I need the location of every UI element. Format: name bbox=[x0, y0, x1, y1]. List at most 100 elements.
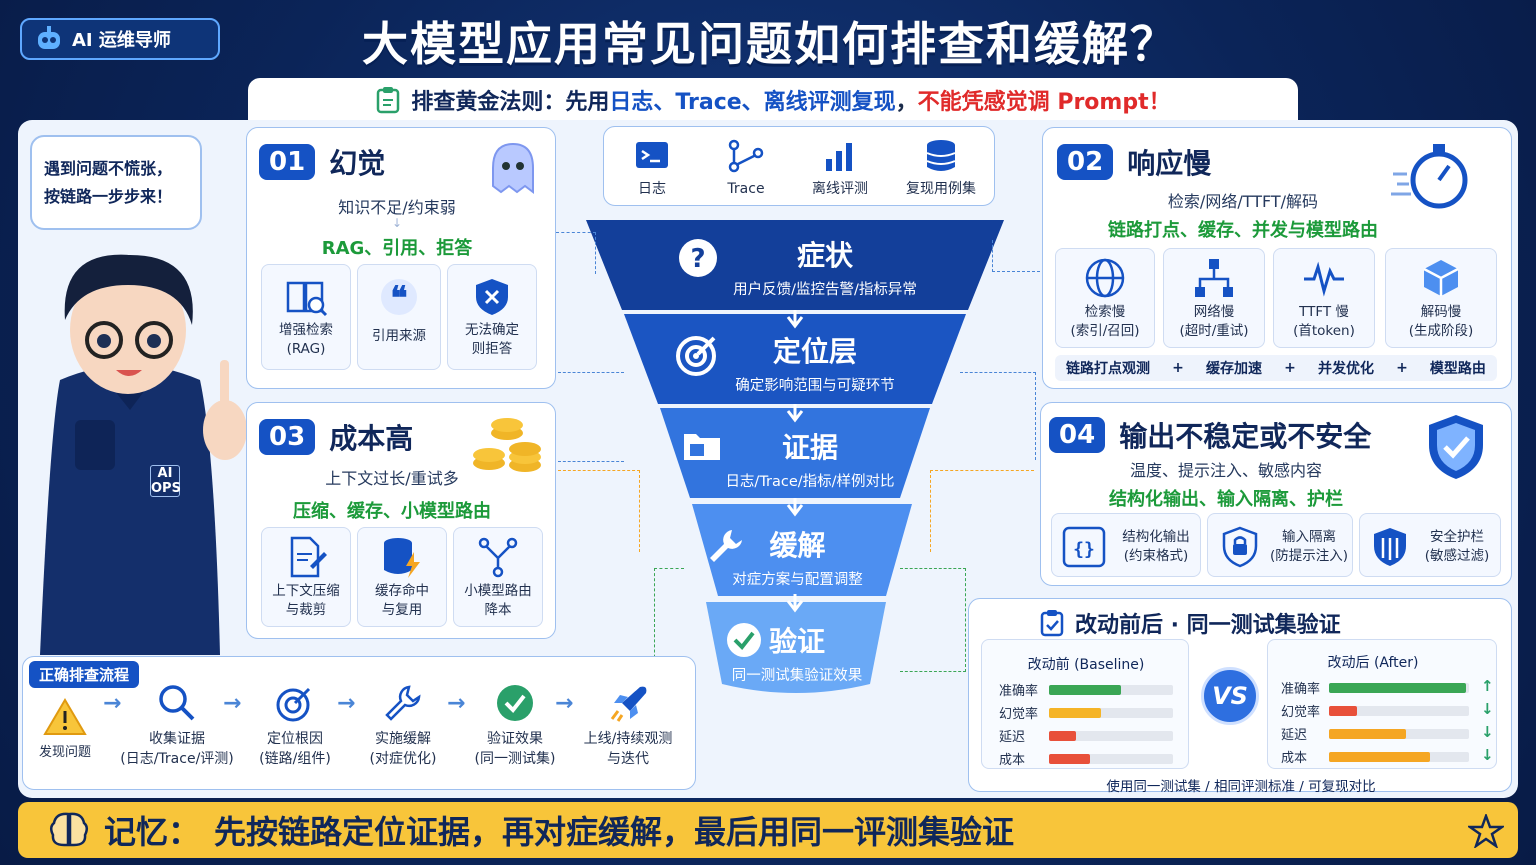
toolbox: 日志 Trace 离线评测 复现用例集 bbox=[603, 126, 995, 206]
before-box: 改动前 (Baseline) bbox=[981, 639, 1189, 769]
tile-cache-hit: 缓存命中 与复用 bbox=[357, 527, 447, 627]
check-circle-icon bbox=[497, 685, 533, 721]
connector bbox=[558, 470, 640, 552]
connector bbox=[930, 470, 1034, 552]
comparison-footer: 使用同一测试集 / 相同评测标准 / 可复现对比 bbox=[1106, 779, 1376, 795]
route-icon bbox=[478, 537, 518, 578]
tile-decode-slow: 解码慢 (生成阶段) bbox=[1385, 248, 1497, 348]
vs-text: VS bbox=[1212, 682, 1248, 710]
quote-icon: ❝ bbox=[381, 279, 417, 317]
after-box: 改动后 (After) bbox=[1267, 639, 1497, 769]
svg-text:?: ? bbox=[690, 244, 705, 274]
tile-label-2: 则拒答 bbox=[471, 341, 513, 357]
before-metric-label: 延迟 bbox=[999, 730, 1026, 745]
card-cause: 检索/网络/TTFT/解码 bbox=[1167, 192, 1319, 211]
tile-structured-output: {} 结构化输出 (约束格式) bbox=[1051, 513, 1201, 577]
card-number: 02 bbox=[1057, 144, 1114, 180]
tile-label-2: (首token) bbox=[1293, 323, 1355, 339]
flow-step-verify: 验证效果 (同一测试集) bbox=[463, 683, 567, 769]
layer-title: 验证 bbox=[768, 625, 825, 658]
card-unstable-unsafe: 04 输出不稳定或不安全 温度、提示注入、敏感内容 结构化输出、输入隔离、护栏 … bbox=[1040, 402, 1512, 586]
tile-label: 增强检索 bbox=[279, 322, 333, 338]
tile-refusal: 无法确定 则拒答 bbox=[447, 264, 537, 370]
flow-arrow: → bbox=[447, 691, 466, 716]
guard-shield-icon bbox=[1374, 528, 1406, 566]
tool-label: 日志 bbox=[638, 181, 666, 197]
flow-step-label-2: (日志/Trace/评测) bbox=[120, 751, 234, 767]
cube-icon bbox=[1423, 260, 1459, 296]
card-hallucination: 01 幻觉 知识不足/约束弱 ↓ RAG、引用、拒答 增强检索 (RAG) ❝ … bbox=[246, 127, 556, 389]
card-cause: 温度、提示注入、敏感内容 bbox=[1129, 461, 1322, 480]
after-metric-label: 延迟 bbox=[1281, 728, 1308, 743]
database-bolt-icon bbox=[384, 538, 420, 578]
before-bar bbox=[1049, 731, 1077, 741]
book-search-icon bbox=[286, 281, 328, 317]
card-cause: 上下文过长/重试多 bbox=[325, 469, 459, 488]
bubble-line-2: 按链路一步步来！ bbox=[44, 187, 173, 206]
tile-label: 无法确定 bbox=[465, 322, 519, 338]
globe-icon bbox=[1085, 258, 1125, 298]
tile-context-compress: 上下文压缩 与裁剪 bbox=[261, 527, 351, 627]
correct-flow-panel: 正确排查流程 发现问题 → 收集证据 (日志/Trace/评测) → 定位根因 … bbox=[22, 656, 696, 790]
tool-label: 离线评测 bbox=[812, 181, 868, 197]
flow-arrow: → bbox=[223, 691, 242, 716]
tile-label: 上下文压缩 bbox=[272, 583, 340, 599]
card-number: 04 bbox=[1049, 417, 1106, 453]
card-number: 01 bbox=[259, 144, 316, 180]
hoodie-line-2: OPS bbox=[151, 481, 181, 496]
card-fix: 结构化输出、输入隔离、护栏 bbox=[1109, 489, 1343, 510]
tile-label: 缓存命中 bbox=[375, 583, 429, 599]
tile-label-2: 降本 bbox=[484, 602, 512, 618]
rule-comma: ， bbox=[895, 90, 918, 115]
target-icon bbox=[276, 687, 311, 722]
flow-step-label: 收集证据 bbox=[149, 731, 205, 747]
ai-mentor-badge: AI 运维导师 bbox=[20, 18, 220, 60]
funnel-layer-symptom: 症状 用户反馈/监控告警/指标异常 bbox=[720, 234, 930, 299]
tile-label-2: (敏感过滤) bbox=[1424, 548, 1490, 564]
optimization-strip: 链路打点观测 + 缓存加速 + 并发优化 + 模型路由 bbox=[1055, 355, 1497, 381]
bubble-line-1: 遇到问题不慌张， bbox=[44, 159, 173, 178]
trend-arrow: ↓ bbox=[1481, 746, 1494, 764]
svg-text:❝: ❝ bbox=[390, 279, 407, 317]
card-fix: 压缩、缓存、小模型路由 bbox=[293, 501, 491, 522]
network-icon bbox=[1195, 259, 1233, 297]
tile-label: 结构化输出 bbox=[1122, 529, 1190, 545]
rule-blue: 日志、Trace、离线评测复现 bbox=[609, 90, 896, 115]
speech-bubble: 遇到问题不慌张， 按链路一步步来！ bbox=[30, 135, 202, 230]
hoodie-line-1: AI bbox=[157, 466, 173, 481]
svg-text:{}: {} bbox=[1073, 539, 1095, 560]
after-bar bbox=[1329, 706, 1357, 716]
tile-label-2: 与裁剪 bbox=[285, 602, 327, 618]
flow-arrow: → bbox=[555, 691, 574, 716]
rule-prefix: 排查黄金法则：先用 bbox=[411, 90, 610, 115]
tile-label: 引用来源 bbox=[372, 328, 426, 344]
tile-label: TTFT 慢 bbox=[1299, 304, 1349, 320]
layer-sub: 对症方案与配置调整 bbox=[732, 572, 863, 588]
after-label: 改动后 (After) bbox=[1327, 655, 1419, 671]
tile-label-2: (索引/召回) bbox=[1070, 323, 1140, 339]
after-metric-label: 成本 bbox=[1281, 751, 1308, 766]
tile-label-2: (超时/重试) bbox=[1179, 323, 1249, 339]
flow-step-collect: 收集证据 (日志/Trace/评测) bbox=[115, 683, 239, 769]
ghost-icon bbox=[492, 142, 534, 194]
memory-text: 先按链路定位证据，再对症缓解，最后用同一评测集验证 bbox=[214, 813, 1015, 851]
layer-title: 症状 bbox=[796, 239, 853, 272]
card-slow-response: 02 响应慢 检索/网络/TTFT/解码 链路打点、缓存、并发与模型路由 检索慢… bbox=[1042, 127, 1512, 389]
card-title: 幻觉 bbox=[329, 147, 386, 180]
funnel-layer-locate: 定位层 确定影响范围与可疑环节 bbox=[725, 330, 905, 395]
rocket-icon bbox=[610, 686, 647, 722]
flow-step-launch: 上线/持续观测 与迭代 bbox=[573, 683, 683, 769]
tool-trace: Trace bbox=[714, 139, 778, 199]
card-fix: 链路打点、缓存、并发与模型路由 bbox=[1108, 220, 1378, 241]
pulse-icon bbox=[1304, 261, 1344, 297]
shield-x-icon bbox=[476, 279, 508, 315]
trace-icon bbox=[728, 139, 764, 173]
database-icon bbox=[926, 140, 956, 171]
card-high-cost: 03 成本高 上下文过长/重试多 压缩、缓存、小模型路由 上下文压缩 与裁剪 缓… bbox=[246, 402, 556, 639]
tile-label-2: 与复用 bbox=[381, 602, 423, 618]
code-braces-icon: {} bbox=[1062, 526, 1106, 568]
tile-citation: ❝ 引用来源 bbox=[357, 264, 441, 370]
card-number: 03 bbox=[259, 419, 316, 455]
vs-badge: VS bbox=[1201, 667, 1259, 725]
tile-retrieval-slow: 检索慢 (索引/召回) bbox=[1055, 248, 1155, 348]
